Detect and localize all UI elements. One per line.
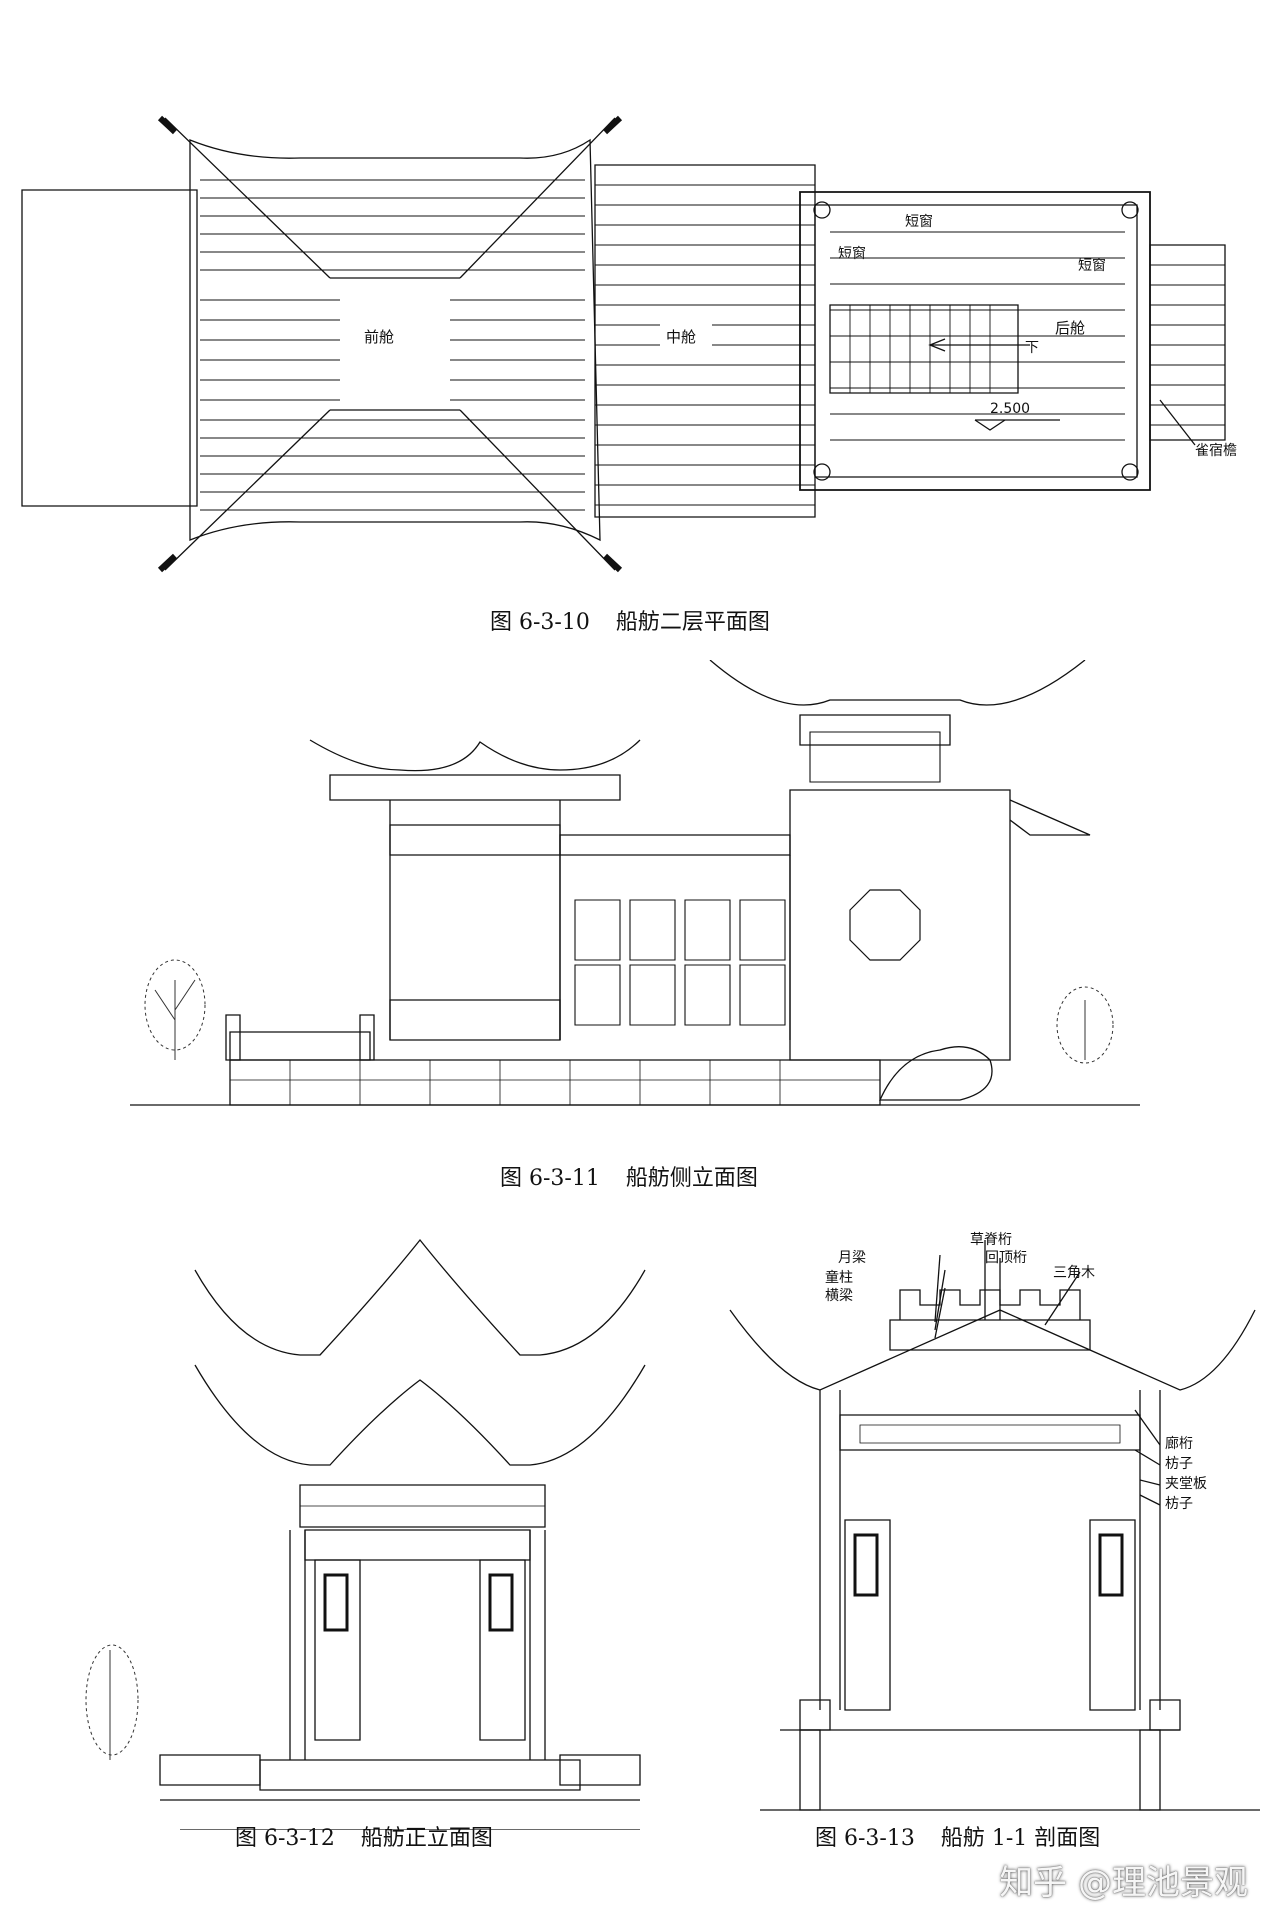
section-drawing: 草脊桁 回顶桁 月梁 童柱 横梁 三角木 廊桁 枋子 夹堂板 枋子 [700,1232,1260,1830]
label-cross-beam: 横梁 [825,1288,853,1304]
label-ridge-purlin: 草脊桁 [970,1232,1012,1248]
label-rear-cabin: 后舱 [1055,319,1085,337]
label-elevation: 2.500 [990,401,1030,417]
side-elevation-drawing [0,660,1276,1150]
front-elevation-drawing [85,1230,650,1830]
label-top-purlin: 回顶桁 [985,1250,1027,1266]
caption-number: 图 6-3-13 [815,1826,915,1851]
caption-fig-13: 图 6-3-13 船舫 1-1 剖面图 [815,1820,1100,1852]
label-front-cabin: 前舱 [364,328,394,346]
caption-fig-12: 图 6-3-12 船舫正立面图 [235,1820,493,1852]
label-tie-2: 枋子 [1165,1496,1193,1512]
label-triangle-wood: 三角木 [1053,1265,1095,1281]
floor-plan-drawing: 前舱 中舱 短窗 短窗 短窗 后舱 下 2.500 雀宿檐 [0,0,1237,590]
label-short-window-right: 短窗 [1078,257,1106,274]
label-moon-beam: 月梁 [838,1250,866,1266]
watermark: 知乎 @理池景观 [999,1863,1248,1903]
label-short-post: 童柱 [825,1269,853,1286]
caption-fig-10: 图 6-3-10 船舫二层平面图 [490,604,770,636]
label-eave: 雀宿檐 [1195,442,1237,459]
label-short-window-top: 短窗 [905,213,933,230]
label-down: 下 [1025,340,1039,356]
label-short-window-left: 短窗 [838,245,866,262]
label-middle-cabin: 中舱 [666,328,696,346]
caption-title: 船舫正立面图 [360,1826,493,1851]
label-corridor-purlin: 廊桁 [1165,1435,1193,1452]
label-tie-1: 枋子 [1165,1456,1193,1472]
caption-fig-11: 图 6-3-11 船舫侧立面图 [500,1160,758,1192]
caption-number: 图 6-3-12 [235,1826,335,1851]
label-panel: 夹堂板 [1165,1476,1207,1492]
caption-number: 图 6-3-10 [490,610,590,635]
caption-title: 船舫侧立面图 [625,1166,758,1191]
caption-title: 船舫 1-1 剖面图 [940,1826,1101,1851]
caption-number: 图 6-3-11 [500,1166,600,1191]
caption-title: 船舫二层平面图 [615,610,770,635]
